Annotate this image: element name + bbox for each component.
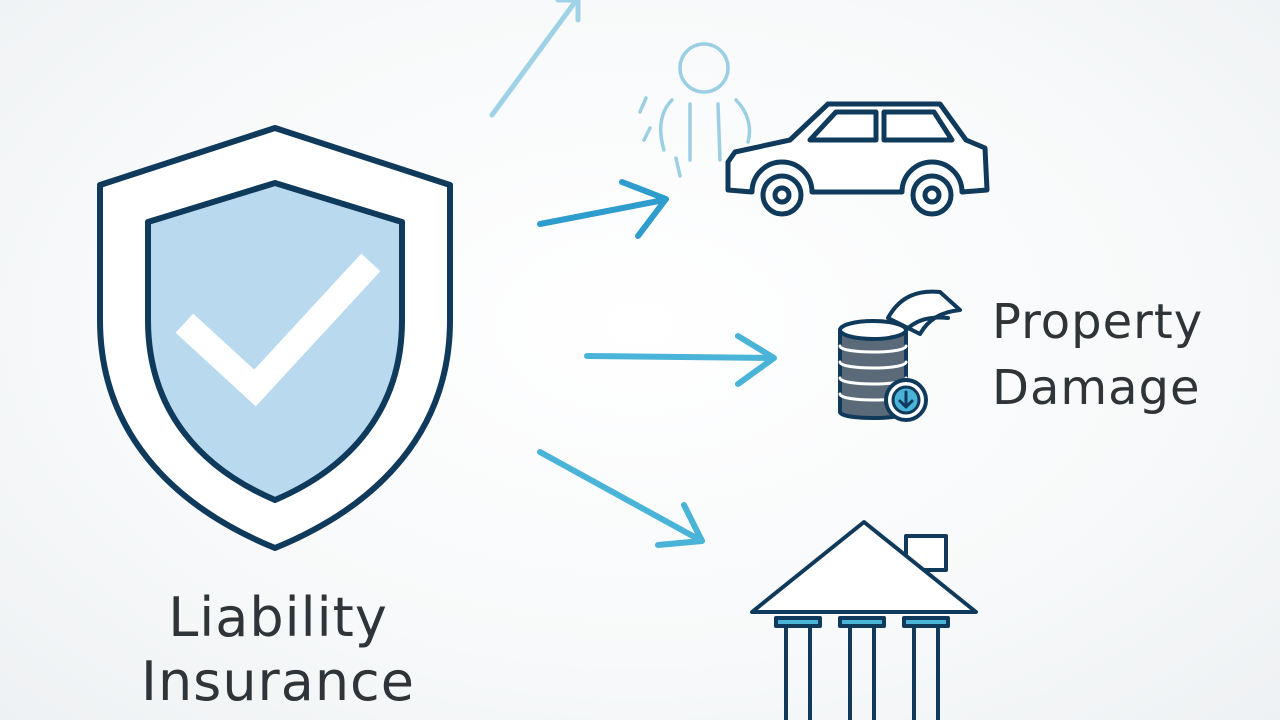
liability-insurance-label-line2: Insurance bbox=[141, 650, 415, 713]
arrow-to-building bbox=[537, 449, 705, 548]
car-icon bbox=[725, 101, 990, 217]
property-damage-label-line1: Property bbox=[992, 294, 1204, 350]
person-icon bbox=[638, 42, 752, 178]
courthouse-icon bbox=[750, 520, 978, 720]
liability-insurance-label-line1: Liability bbox=[168, 586, 388, 649]
shield-check-icon bbox=[97, 125, 453, 551]
arrow-to-person-car bbox=[537, 179, 669, 239]
arrow-to-property-damage bbox=[584, 333, 777, 387]
arrow-top-faded bbox=[489, 0, 581, 118]
coins-icon bbox=[838, 289, 962, 422]
property-damage-label-line2: Damage bbox=[992, 360, 1201, 416]
